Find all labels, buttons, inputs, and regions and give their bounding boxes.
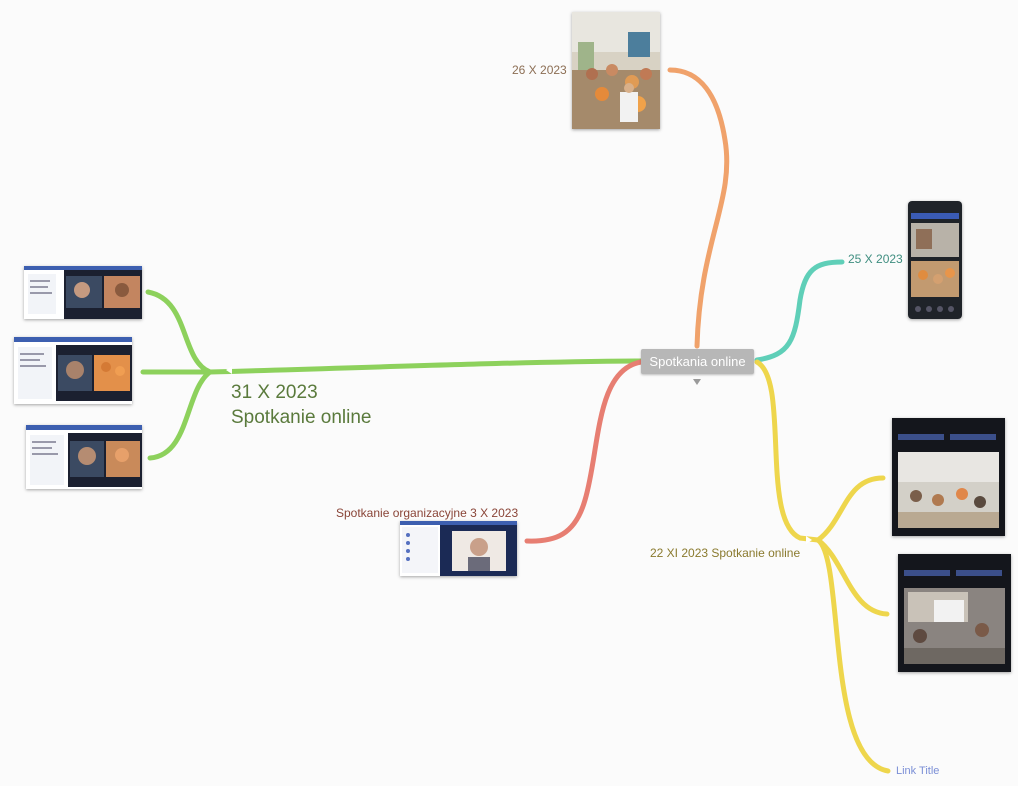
video-call-image-1	[24, 266, 142, 319]
branch-line-31x-sub3	[147, 369, 213, 461]
meeting-22xi-image-1	[892, 418, 1005, 536]
branch-label-26x[interactable]: 26 X 2023	[512, 63, 567, 77]
branch-label-22xi[interactable]: 22 XI 2023 Spotkanie online	[650, 546, 801, 560]
branch-line-22xi	[754, 359, 821, 543]
branch-label-3x[interactable]: Spotkanie organizacyjne 3 X 2023	[336, 506, 519, 520]
video-call-thumbnail-2[interactable]	[14, 337, 132, 404]
phone-screenshot-thumbnail[interactable]	[908, 201, 962, 319]
branch-line-22xi-sub2	[815, 537, 890, 617]
organizational-meeting-image	[400, 521, 517, 576]
branch-line-22xi-sub1	[815, 475, 886, 543]
link-title[interactable]: Link Title	[896, 765, 940, 777]
branch-label-25x[interactable]: 25 X 2023	[848, 252, 903, 266]
branch-line-31x-sub1	[145, 289, 213, 375]
video-call-thumbnail-3[interactable]	[26, 425, 142, 489]
classroom-photo-thumbnail[interactable]	[572, 12, 660, 129]
branch-line-26x	[667, 67, 730, 349]
root-collapse-icon[interactable]	[692, 378, 702, 386]
meeting-22xi-thumbnail-2[interactable]	[898, 554, 1011, 672]
branch-line-25x	[754, 259, 845, 363]
expand-arrow-right[interactable]	[806, 536, 812, 544]
phone-screenshot-image	[908, 201, 962, 319]
branch-line-3x	[524, 359, 644, 544]
meeting-22xi-thumbnail-1[interactable]	[892, 418, 1005, 536]
classroom-photo-image	[572, 12, 660, 129]
branch-title-line2: Spotkanie online	[231, 407, 372, 428]
video-call-thumbnail-1[interactable]	[24, 266, 142, 319]
video-call-image-2	[14, 337, 132, 404]
branch-line-22xi-link	[815, 537, 891, 774]
organizational-meeting-thumbnail[interactable]	[400, 521, 517, 576]
expand-arrow-left[interactable]	[226, 366, 232, 374]
root-node[interactable]: Spotkania online	[641, 349, 754, 374]
meeting-22xi-image-2	[898, 554, 1011, 672]
video-call-image-3	[26, 425, 142, 489]
branch-label-31x[interactable]: 31 X 2023 Spotkanie online	[231, 380, 372, 430]
branch-line-31x	[207, 358, 644, 375]
branch-title-line1: 31 X 2023	[231, 382, 318, 403]
